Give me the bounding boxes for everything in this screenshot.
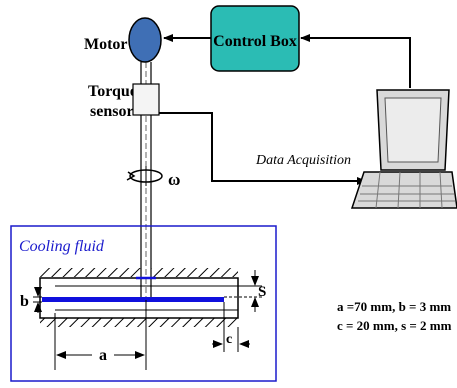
- torque-sensor-label-2: sensor: [90, 103, 134, 120]
- dim-s-label: S: [258, 284, 266, 300]
- housing-bottom-hatch: [40, 318, 238, 327]
- control-box-label: Control Box: [213, 33, 297, 50]
- dim-a-label: a: [99, 347, 107, 364]
- rotation-arrow-icon: [126, 166, 163, 186]
- housing-top-hatch-right: [151, 268, 238, 277]
- motor: Motor: [84, 17, 162, 63]
- control-box: Control Box: [210, 5, 300, 72]
- torque-sensor: Torque sensor: [88, 83, 160, 120]
- torque-sensor-box: [132, 83, 160, 116]
- torque-sensor-label-1: Torque: [88, 83, 137, 100]
- cooling-fluid-label: Cooling fluid: [19, 238, 105, 255]
- dim-c-label: c: [226, 332, 232, 347]
- omega-label: ω: [168, 170, 180, 189]
- motor-body: [128, 17, 162, 63]
- params-line-2: c = 20 mm, s = 2 mm: [337, 318, 452, 333]
- laptop-to-control-arrow: [300, 34, 411, 88]
- laptop-icon: [350, 89, 457, 209]
- motor-label: Motor: [84, 36, 128, 53]
- params-line-1: a =70 mm, b = 3 mm: [337, 299, 451, 314]
- dim-b-label: b: [20, 293, 29, 310]
- cooling-fluid-container: [10, 225, 277, 382]
- housing-top-hatch-left: [40, 268, 141, 277]
- rotating-disk: [42, 297, 224, 302]
- data-acquisition-arrow: [159, 112, 367, 185]
- data-acquisition-label: Data Acquisition: [255, 153, 351, 168]
